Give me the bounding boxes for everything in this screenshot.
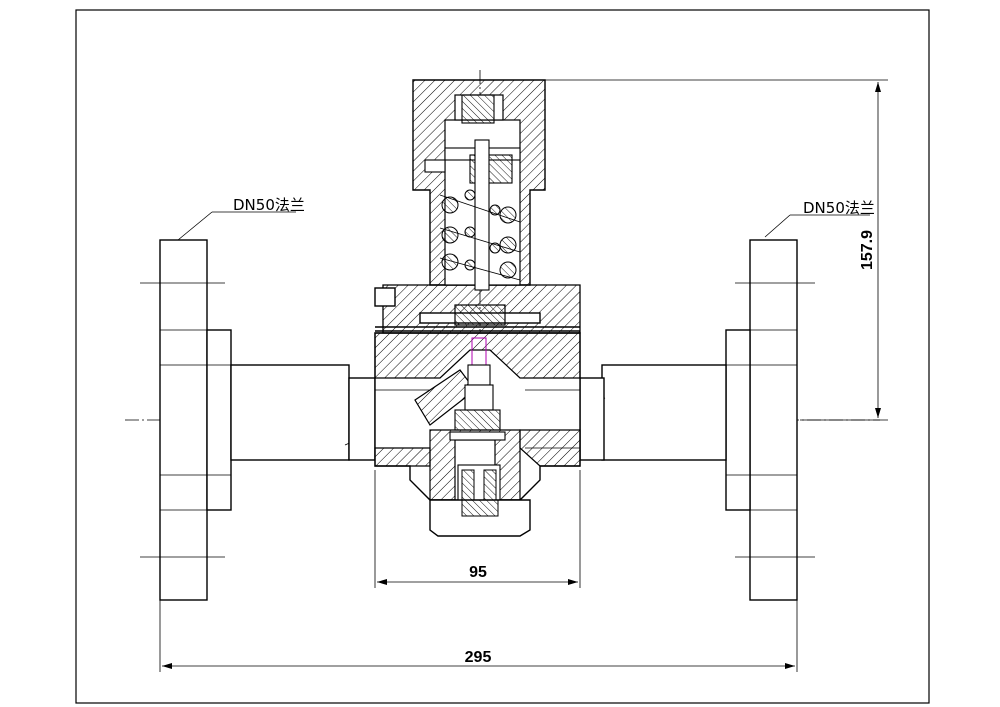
valve-stem (449, 337, 506, 441)
spring-housing (412, 79, 546, 291)
bottom-plug (429, 464, 531, 537)
right-flange-callout-label: DN50法兰 (803, 199, 875, 217)
dim-overall-length-label: 295 (465, 649, 492, 666)
drawing-frame (75, 9, 930, 704)
dim-height: 157.9 (545, 79, 888, 421)
left-flange (140, 239, 461, 601)
dim-overall-length: 295 (159, 600, 798, 672)
dim-body-width-label: 95 (469, 564, 487, 581)
dim-height-label: 157.9 (859, 230, 876, 270)
left-flange-callout: DN50法兰 (177, 196, 305, 241)
right-flange-callout: DN50法兰 (764, 199, 875, 238)
spring-coils (439, 189, 521, 281)
right-flange (519, 239, 815, 601)
diaphragm-flange (374, 284, 581, 334)
left-flange-callout-label: DN50法兰 (233, 196, 305, 214)
dim-body-width: 95 (374, 470, 581, 588)
